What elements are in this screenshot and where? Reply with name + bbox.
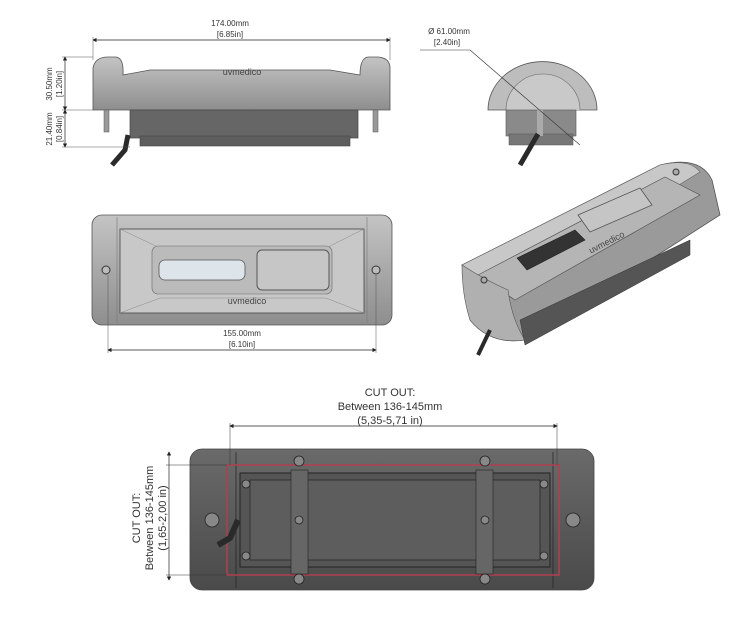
- isometric-view: uvmedico: [461, 161, 721, 356]
- screw-icon: [101, 265, 111, 275]
- uv-lamp-window: [516, 229, 586, 271]
- cutout-outline: [226, 464, 560, 576]
- brand-logo: uvmedico: [223, 67, 262, 77]
- height-bottom-mm-label: 21.40mm: [45, 112, 54, 146]
- cable: [216, 518, 241, 548]
- cable: [517, 132, 541, 167]
- height-bottom-in-label: [0.84in]: [55, 116, 64, 142]
- cutout-height-title: CUT OUT:: [131, 493, 143, 544]
- cable: [110, 134, 131, 167]
- cutout-height-range: Between 136-145mm: [144, 466, 156, 571]
- width-in-label: [6.85in]: [217, 30, 243, 39]
- brand-logo: uvmedico: [228, 296, 267, 306]
- side-view: uvmedico 174.00mm [6.85in] 30.50mm [1.20…: [45, 19, 391, 167]
- uv-lamp-window: [158, 259, 246, 281]
- end-view: Ø 61.00mm [2.40in]: [420, 27, 598, 167]
- width-mm-label: 174.00mm: [211, 19, 249, 28]
- height-top-in-label: [1.20in]: [55, 71, 64, 97]
- diameter-mm-label: Ø 61.00mm: [428, 27, 470, 36]
- bottom-view: CUT OUT: Between 136-145mm (5,35-5,71 in…: [131, 387, 595, 591]
- height-top-mm-label: 30.50mm: [45, 67, 54, 101]
- cutout-width-in: (5,35-5,71 in): [357, 415, 422, 427]
- cutout-height-in: (1,65-2,00 in): [157, 485, 169, 550]
- cutout-width-range: Between 136-145mm: [338, 401, 443, 413]
- cable: [476, 329, 492, 356]
- screw-icon: [672, 168, 680, 176]
- hole-spacing-mm-label: 155.00mm: [223, 329, 261, 338]
- diameter-in-label: [2.40in]: [434, 38, 460, 47]
- cutout-width-title: CUT OUT:: [365, 387, 416, 399]
- screw-icon: [371, 265, 381, 275]
- screw-icon: [480, 276, 488, 284]
- top-view: uvmedico 155.00mm [6.10in]: [91, 214, 393, 353]
- hole-spacing-in-label: [6.10in]: [229, 340, 255, 349]
